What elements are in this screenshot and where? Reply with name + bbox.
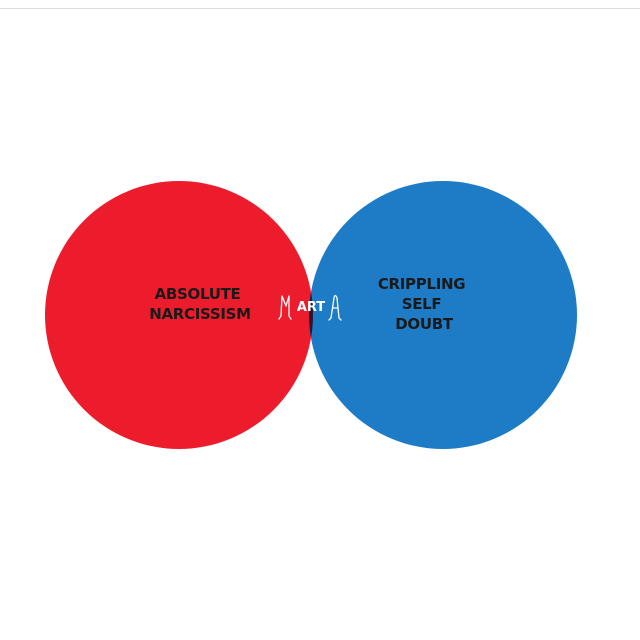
overlap-label: ART	[297, 300, 325, 315]
left-label-line: NARCISSISM	[149, 305, 251, 323]
right-label-line: CRIPPLING	[378, 275, 465, 293]
right-label-line: DOUBT	[395, 315, 454, 333]
left-hand-doodle	[278, 295, 292, 320]
left-circle-label: ABSOLUTE NARCISSISM	[149, 285, 251, 323]
right-circle-label: CRIPPLING SELF DOUBT	[378, 275, 470, 333]
left-label-line: ABSOLUTE	[155, 285, 241, 303]
left-circle	[45, 181, 313, 449]
right-legs-doodle	[328, 294, 342, 321]
top-divider	[0, 8, 640, 9]
right-circle	[309, 181, 577, 449]
right-label-line: SELF	[402, 295, 442, 313]
